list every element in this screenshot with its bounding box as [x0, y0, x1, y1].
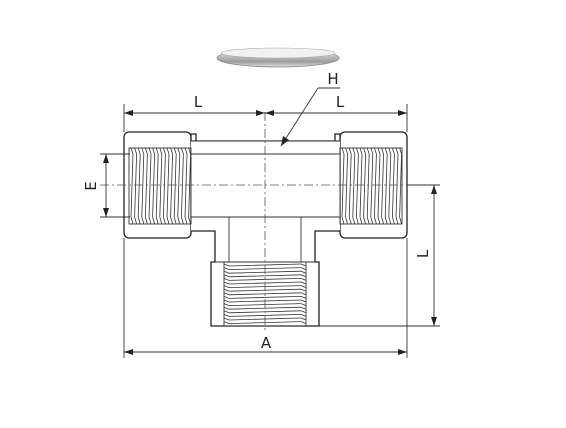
seal-cap-image [216, 47, 340, 68]
center-lines [100, 112, 440, 330]
label-h: H [327, 70, 338, 88]
dimension-e [100, 153, 130, 218]
dimension-top [123, 104, 408, 132]
label-a: A [261, 334, 272, 352]
label-l-right: L [336, 93, 345, 111]
tee-body [123, 131, 408, 327]
right-port-thread [339, 147, 403, 225]
label-l-side: L [414, 249, 432, 258]
label-l-left: L [194, 93, 203, 111]
dimension-a [123, 238, 408, 358]
left-port-thread [128, 147, 192, 225]
dimension-side [319, 184, 440, 327]
dimension-h-leader [280, 87, 340, 147]
label-e: E [82, 181, 100, 190]
